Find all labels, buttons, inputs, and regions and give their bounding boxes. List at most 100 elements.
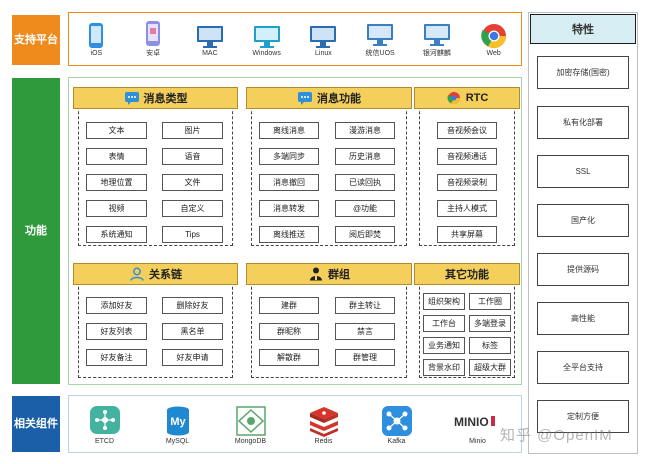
feature-item: 提供源码 [537,253,629,286]
platform-uos: 统信UOS [365,20,395,58]
band-label-components: 相关组件 [12,396,60,452]
chip: 业务通知 [423,337,465,354]
chip: 多端登录 [469,315,511,332]
platform-web: Web [479,22,509,57]
section-rtc: RTC 音视频会议 音视频通话 音视频录制 主持人模式 共享屏幕 [414,87,520,246]
chrome-icon [480,23,506,48]
etcd-icon [89,405,120,434]
features-column [528,12,638,454]
chip: 群管理 [335,349,395,366]
chip: Tips [162,226,223,243]
section-message-types: 消息类型 文本 图片 表情 语音 地理位置 文件 视频 自定义 系统通知 Tip… [73,87,238,246]
chip: 删除好友 [162,297,223,314]
chip: 好友备注 [86,349,147,366]
chip: 添加好友 [86,297,147,314]
section-header: 群组 [246,263,412,285]
components-frame [68,395,522,453]
chip: 好友列表 [86,323,147,340]
chip: 视频 [86,200,147,217]
band-label-function: 功能 [12,78,60,384]
component-mysql: My MySQL [160,404,196,445]
chip: 超级大群 [469,359,511,376]
rtc-icon [447,92,460,105]
chip: 背景水印 [423,359,465,376]
platform-ios: iOS [81,22,111,57]
chip: 历史消息 [335,148,395,165]
mysql-icon: My [166,406,189,435]
chip: 离线推送 [259,226,319,243]
chip: @功能 [335,200,395,217]
phone-icon [89,22,104,48]
chip: 好友申请 [162,349,223,366]
chip: 离线消息 [259,122,319,139]
platform-android: 安卓 [138,20,168,58]
monitor-icon [253,25,280,48]
chip: 文本 [86,122,147,139]
section-other-functions: 其它功能 组织架构 工作圈 工作台 多端登录 业务通知 标签 背景水印 超级大群 [414,263,520,378]
kafka-icon [381,405,412,436]
chip: 工作台 [423,315,465,332]
components-row: ETCD My MySQL MongoDB Redis Kafka MINIO … [68,395,522,453]
redis-icon [309,406,338,437]
chip: 自定义 [162,200,223,217]
chip: 文件 [162,174,223,191]
chip: 音视频会议 [437,122,497,139]
platform-kylin: 银河麒麟 [422,20,452,58]
section-group: 群组 建群 群主转让 群昵称 禁言 解散群 群管理 [246,263,412,378]
component-mongodb: MongoDB [233,404,269,445]
feature-item: 加密存储(国密) [537,56,629,89]
feature-item: 私有化部署 [537,106,629,139]
section-header: 消息类型 [73,87,238,109]
platform-row: iOS 安卓 MAC Windows Linux 统信UOS 银河麒麟 Web [68,12,522,66]
chip: 主持人模式 [437,200,497,217]
component-redis: Redis [306,404,342,445]
monitor-icon [310,25,337,48]
platform-frame [68,12,522,66]
feature-item: 全平台支持 [537,351,629,384]
chip: 多端同步 [259,148,319,165]
chip: 系统通知 [86,226,147,243]
chat-icon [298,92,312,105]
chip: 音视频录制 [437,174,497,191]
monitor-icon [423,24,450,46]
feature-item: 定制方便 [537,400,629,433]
section-header: 消息功能 [246,87,412,109]
chip: 消息转发 [259,200,319,217]
chip: 共享屏幕 [437,226,497,243]
platform-mac: MAC [195,22,225,57]
component-etcd: ETCD [87,404,123,445]
feature-item: 国产化 [537,204,629,237]
chip: 消息撤回 [259,174,319,191]
mongodb-icon [235,405,266,436]
minio-logo-text: MINIO [454,415,489,429]
component-minio: MINIO Minio [452,404,504,445]
feature-item: 高性能 [537,302,629,335]
chip: 群主转让 [335,297,395,314]
chip: 地理位置 [86,174,147,191]
section-header: 关系链 [73,263,238,285]
chip: 阅后即焚 [335,226,395,243]
chat-icon [124,92,139,105]
chip: 语音 [162,148,223,165]
platform-windows: Windows [252,22,282,57]
section-message-functions: 消息功能 离线消息 漫游消息 多端同步 历史消息 消息撤回 已读回执 消息转发 … [246,87,412,246]
band-label-platform: 支持平台 [12,15,60,65]
platform-linux: Linux [308,22,338,57]
section-header: 其它功能 [414,263,520,285]
feature-item: SSL [537,155,629,188]
chip: 解散群 [259,349,319,366]
watermark: 知乎 @OpenIM [500,427,613,444]
component-kafka: Kafka [379,404,415,445]
chip: 禁言 [335,323,395,340]
chip: 已读回执 [335,174,395,191]
function-frame [68,77,522,385]
chip: 群昵称 [259,323,319,340]
features-title: 特性 [530,14,636,44]
chip: 表情 [86,148,147,165]
user-icon [130,267,144,281]
mysql-logo-text: My [170,416,186,428]
android-phone-icon [146,21,161,46]
chip: 图片 [162,122,223,139]
section-header: RTC [414,87,520,109]
chip: 黑名单 [162,323,223,340]
